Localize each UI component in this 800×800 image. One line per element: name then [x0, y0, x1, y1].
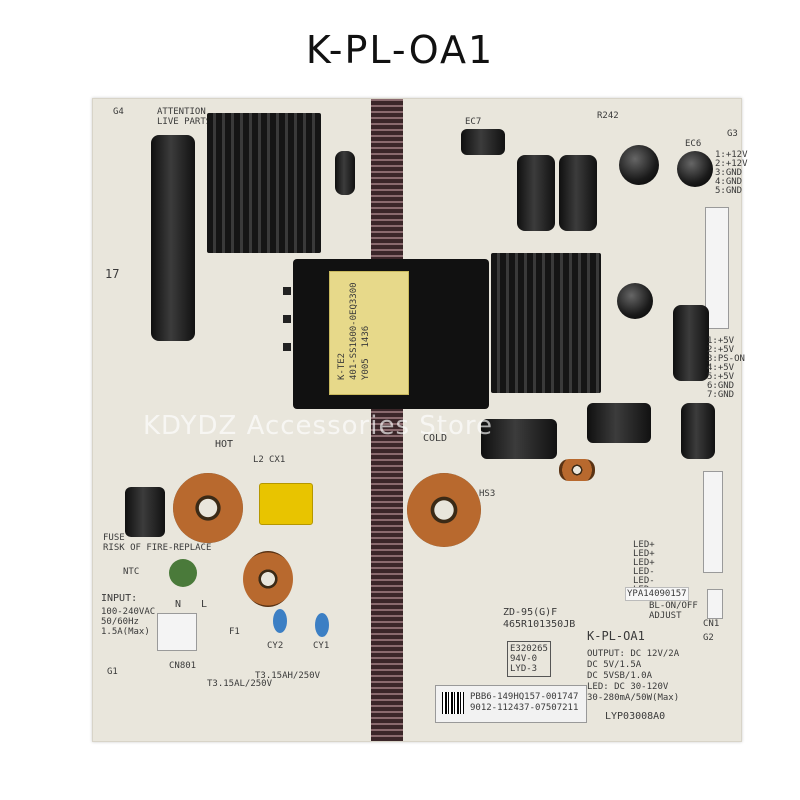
cold-label: COLD: [423, 433, 448, 444]
ul-text: E320265 94V-0 LYD-3: [507, 641, 551, 677]
output-inductor: [407, 473, 481, 547]
power-supply-board: G4 ATTENTION LIVE PARTS 17 EC7 R242 EC6 …: [92, 98, 748, 742]
barcode-text: PBB6-149HQ157-001747 9012-112437-0750721…: [470, 692, 579, 713]
output-capacitor-3: [673, 305, 709, 381]
ref-g1: G1: [107, 667, 118, 677]
transformer-text: K-TE2 401-SS1600-0EQ3300 Y005 1436: [337, 282, 371, 380]
transformer-pin: [283, 343, 291, 351]
ref-ec6: EC6: [685, 139, 702, 149]
cap-brand-3: [681, 403, 715, 459]
board-model: K-PL-OA1: [587, 629, 645, 643]
x-capacitor: [259, 483, 313, 525]
hot-label: HOT: [215, 439, 234, 450]
bl-label: BL-ON/OFF ADJUST: [649, 601, 698, 621]
fuse-warning: FUSE RISK OF FIRE-REPLACE: [103, 533, 212, 553]
cap-brand-1: [481, 419, 557, 459]
barcode-label: PBB6-149HQ157-001747 9012-112437-0750721…: [435, 685, 587, 723]
ref-f1: F1: [229, 627, 240, 637]
ref-cn1: CN1: [703, 619, 720, 629]
isolation-slot: [371, 99, 403, 741]
ref-r242: R242: [597, 111, 619, 121]
transformer-label: K-TE2 401-SS1600-0EQ3300 Y005 1436: [329, 271, 409, 395]
cap-brand-2: [587, 403, 651, 443]
common-mode-choke: [173, 473, 243, 543]
sticker: YPA14090157: [625, 587, 689, 601]
qr-code: [442, 692, 464, 714]
led-connector: [703, 471, 723, 573]
ref-l: L: [201, 599, 208, 610]
fuse-rating-2: T3.15AH/250V: [255, 671, 321, 681]
transformer-pin: [283, 315, 291, 323]
ref-hs3: HS3: [479, 489, 496, 499]
inductor-l3: [125, 487, 165, 537]
transformer-pin: [283, 287, 291, 295]
ref-l2: L2: [253, 455, 264, 465]
ref-g3: G3: [727, 129, 738, 139]
radial-capacitor-2: [617, 283, 653, 319]
bl-connector: [707, 589, 723, 619]
y-capacitor-2: [315, 613, 329, 637]
ref-g2: G2: [703, 633, 714, 643]
ntc-label: NTC: [123, 567, 140, 577]
attention-label: ATTENTION LIVE PARTS: [157, 107, 212, 127]
connector-out2-pins: 1:+5V 2:+5V 3:PS-ON 4:+5V 5:+5V 6:GND 7:…: [707, 336, 745, 400]
heatsink-secondary: [491, 253, 601, 393]
ref-ec7: EC7: [465, 117, 482, 127]
line-filter: [243, 551, 293, 607]
capacitor-ec7: [461, 129, 505, 155]
input-spec: 100-240VAC 50/60Hz 1.5A(Max): [101, 607, 156, 637]
handwritten-mark: 17: [105, 267, 120, 281]
ref-cy1: CY1: [313, 641, 330, 651]
bulk-capacitor: [151, 135, 195, 341]
part-number: LYP03008A0: [605, 711, 666, 722]
small-inductor: [559, 459, 595, 481]
ref-n: N: [175, 599, 182, 610]
watermark: KDYDZ Accessories Store: [143, 411, 493, 441]
connector-out-pins: 1:+12V 2:+12V 3:GND 4:GND 5:GND: [715, 150, 748, 196]
ref-cy2: CY2: [267, 641, 284, 651]
ac-input-connector: [157, 613, 197, 651]
radial-capacitor: [619, 145, 659, 185]
radial-capacitor-ec6: [677, 151, 713, 187]
connector-output: [705, 207, 729, 329]
output-capacitor-2: [559, 155, 597, 231]
ref-cn801: CN801: [169, 661, 197, 671]
ntc-thermistor: [169, 559, 197, 587]
ref-cx1: CX1: [269, 455, 286, 465]
page-title: K-PL-OA1: [305, 28, 495, 72]
fuse-rating: T3.15AL/250V: [207, 679, 273, 689]
ref-g4: G4: [113, 107, 124, 117]
cert-text: ZD-95(G)F 465R101350JB: [503, 607, 576, 630]
heatsink-primary: [207, 113, 321, 253]
y-capacitor-1: [273, 609, 287, 633]
output-capacitor-1: [517, 155, 555, 231]
input-label: INPUT:: [101, 593, 138, 604]
small-capacitor: [335, 151, 355, 195]
output-spec: OUTPUT: DC 12V/2A DC 5V/1.5A DC 5VSB/1.0…: [587, 649, 680, 703]
